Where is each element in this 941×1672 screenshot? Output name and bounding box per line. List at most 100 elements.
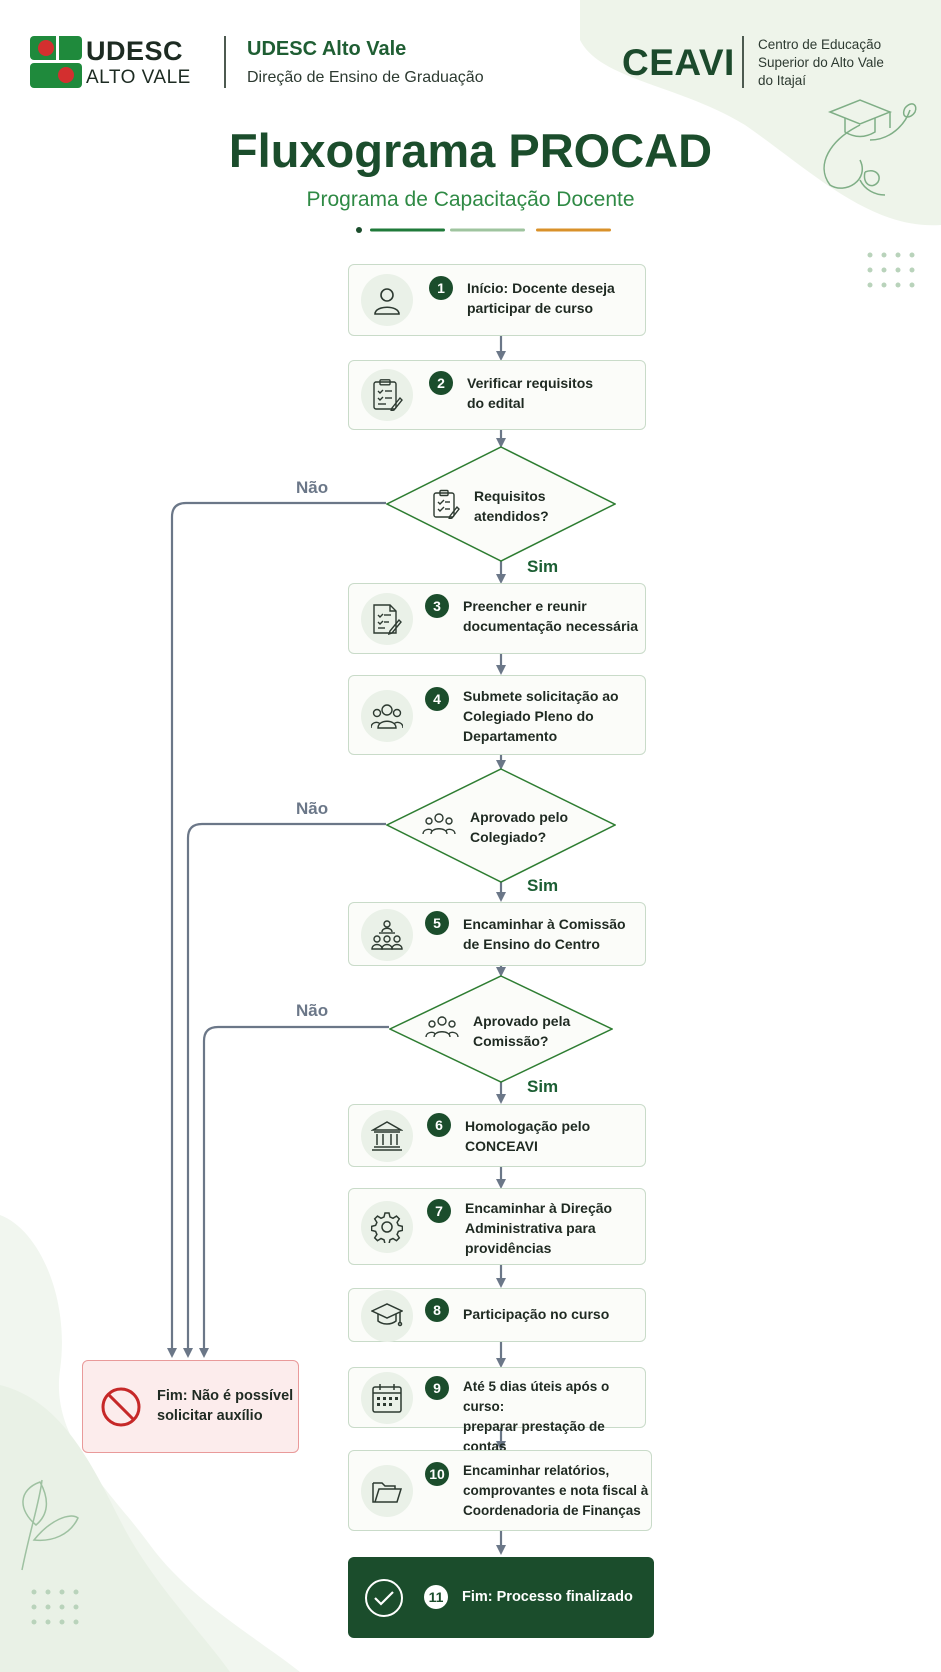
step-icon-wrap xyxy=(361,1110,413,1162)
center-desc-line: do Itajaí xyxy=(758,73,807,88)
logo-top-text: UDESC xyxy=(86,36,184,66)
step-number: 5 xyxy=(425,911,449,935)
decision-diamond-1 xyxy=(386,446,616,562)
gear-icon xyxy=(371,1212,403,1243)
step-7-box: 7 Encaminhar à Direção Administrativa pa… xyxy=(348,1188,646,1265)
step-2-text: Verificar requisitos do edital xyxy=(467,373,593,413)
decision-3-label: Aprovado pela Comissão? xyxy=(473,1011,570,1051)
step-icon-wrap xyxy=(361,274,413,326)
group-people-icon xyxy=(425,1016,459,1038)
step-8-text: Participação no curso xyxy=(463,1304,609,1324)
document-edit-icon xyxy=(373,604,402,635)
check-circle-icon xyxy=(365,1579,403,1617)
step-line: Participação no curso xyxy=(463,1306,610,1322)
step-number: 6 xyxy=(427,1113,451,1137)
decision-2-label: Aprovado pelo Colegiado? xyxy=(470,807,568,847)
step-line: Administrativa para xyxy=(465,1220,596,1236)
arrow-no-3 xyxy=(199,1025,389,1358)
step-line: Preencher e reunir xyxy=(463,598,587,614)
no-label-3: Não xyxy=(296,1001,329,1020)
step-line: Coordenadoria de Finanças xyxy=(463,1503,641,1518)
logo-bottom-text: ALTO VALE xyxy=(86,67,191,88)
step-number: 10 xyxy=(425,1462,449,1486)
step-line: Encaminhar à Direção xyxy=(465,1200,613,1216)
end-success-box: 11 Fim: Processo finalizado xyxy=(348,1557,654,1638)
step-number: 4 xyxy=(425,687,449,711)
step-icon-wrap xyxy=(361,909,413,961)
step-line: Colegiado Pleno do xyxy=(463,708,594,724)
end-fail-line: solicitar auxílio xyxy=(157,1408,263,1424)
step-number: 7 xyxy=(427,1199,451,1223)
step-line: Encaminhar à Comissão xyxy=(463,916,626,932)
step-3-box: 3 Preencher e reunir documentação necess… xyxy=(348,583,646,654)
unit-block: UDESC Alto Vale Direção de Ensino de Gra… xyxy=(247,38,484,87)
step-number: 11 xyxy=(424,1585,448,1609)
step-2-box: 2 Verificar requisitos do edital xyxy=(348,360,646,430)
step-1-box: 1 Início: Docente deseja participar de c… xyxy=(348,264,646,336)
page-subtitle: Programa de Capacitação Docente xyxy=(306,188,635,211)
step-line: Encaminhar relatórios, xyxy=(463,1463,610,1478)
step-line: providências xyxy=(465,1240,552,1256)
end-fail-box: Fim: Não é possível solicitar auxílio xyxy=(82,1360,299,1453)
checklist-icon xyxy=(373,379,403,411)
step-line: Verificar requisitos xyxy=(467,375,594,391)
government-building-icon xyxy=(371,1121,403,1151)
step-line: participar de curso xyxy=(467,300,594,316)
step-line: de Ensino do Centro xyxy=(463,936,600,952)
user-icon xyxy=(374,288,400,315)
center-desc-line: Centro de Educação xyxy=(758,37,882,52)
step-10-text: Encaminhar relatórios, comprovantes e no… xyxy=(463,1461,648,1521)
step-9-box: 9 Até 5 dias úteis após o curso: prepara… xyxy=(348,1367,646,1454)
step-4-box: 4 Submete solicitação ao Colegiado Pleno… xyxy=(348,675,646,755)
calendar-icon xyxy=(372,1384,402,1413)
step-line: comprovantes e nota fiscal à xyxy=(463,1483,649,1498)
decision-line: Requisitos xyxy=(474,488,546,504)
step-6-text: Homologação pelo CONCEAVI xyxy=(465,1116,590,1156)
graduation-cap-decoration-icon xyxy=(823,99,917,196)
no-label-2: Não xyxy=(296,799,329,818)
step-icon-wrap xyxy=(361,1201,413,1253)
decision-line: Colegiado? xyxy=(470,829,547,845)
graduation-cap-icon xyxy=(371,1303,403,1327)
step-number: 8 xyxy=(425,1298,449,1322)
center-divider xyxy=(742,36,744,88)
yes-label-2: Sim xyxy=(527,876,559,895)
end-fail-text: Fim: Não é possível solicitar auxílio xyxy=(157,1386,293,1426)
decision-line: Aprovado pela xyxy=(473,1013,571,1029)
page-title: Fluxograma PROCAD xyxy=(228,124,713,177)
step-line: Homologação pelo xyxy=(465,1118,591,1134)
yes-label-3: Sim xyxy=(527,1077,559,1096)
step-1-text: Início: Docente deseja participar de cur… xyxy=(467,278,615,318)
decision-diamond-2 xyxy=(386,768,616,883)
decision-line: atendidos? xyxy=(474,508,549,524)
yes-label-1: Sim xyxy=(527,557,559,576)
group-people-icon xyxy=(422,813,456,835)
step-8-box: 8 Participação no curso xyxy=(348,1288,646,1342)
udesc-logo-text: UDESC ALTO VALE xyxy=(86,36,191,88)
unit-subtitle: Direção de Ensino de Graduação xyxy=(247,69,484,86)
center-abbr: CEAVI xyxy=(622,42,735,83)
decision-diamond-3 xyxy=(389,975,613,1083)
arrow-no-1 xyxy=(167,501,386,1358)
leaf-decoration-icon xyxy=(21,1479,79,1571)
no-label-1: Não xyxy=(296,478,329,497)
arrow-no-2 xyxy=(183,822,386,1358)
step-number: 9 xyxy=(425,1376,449,1400)
step-line: do edital xyxy=(467,395,525,411)
step-number: 3 xyxy=(425,594,449,618)
step-4-text: Submete solicitação ao Colegiado Pleno d… xyxy=(463,686,619,746)
step-icon-wrap xyxy=(361,593,413,645)
header-divider xyxy=(224,36,226,88)
decision-line: Comissão? xyxy=(473,1033,549,1049)
group-people-icon xyxy=(371,704,403,729)
step-number: 1 xyxy=(429,276,453,300)
step-3-text: Preencher e reunir documentação necessár… xyxy=(463,596,638,636)
decision-line: Aprovado pelo xyxy=(470,809,569,825)
end-fail-line: Fim: Não é possível xyxy=(157,1388,294,1404)
step-line: documentação necessária xyxy=(463,618,639,634)
step-line: Até 5 dias úteis após o curso: xyxy=(463,1379,610,1414)
center-desc-line: Superior do Alto Vale xyxy=(758,55,884,70)
step-icon-wrap xyxy=(361,1465,413,1517)
step-line: Departamento xyxy=(463,728,558,744)
